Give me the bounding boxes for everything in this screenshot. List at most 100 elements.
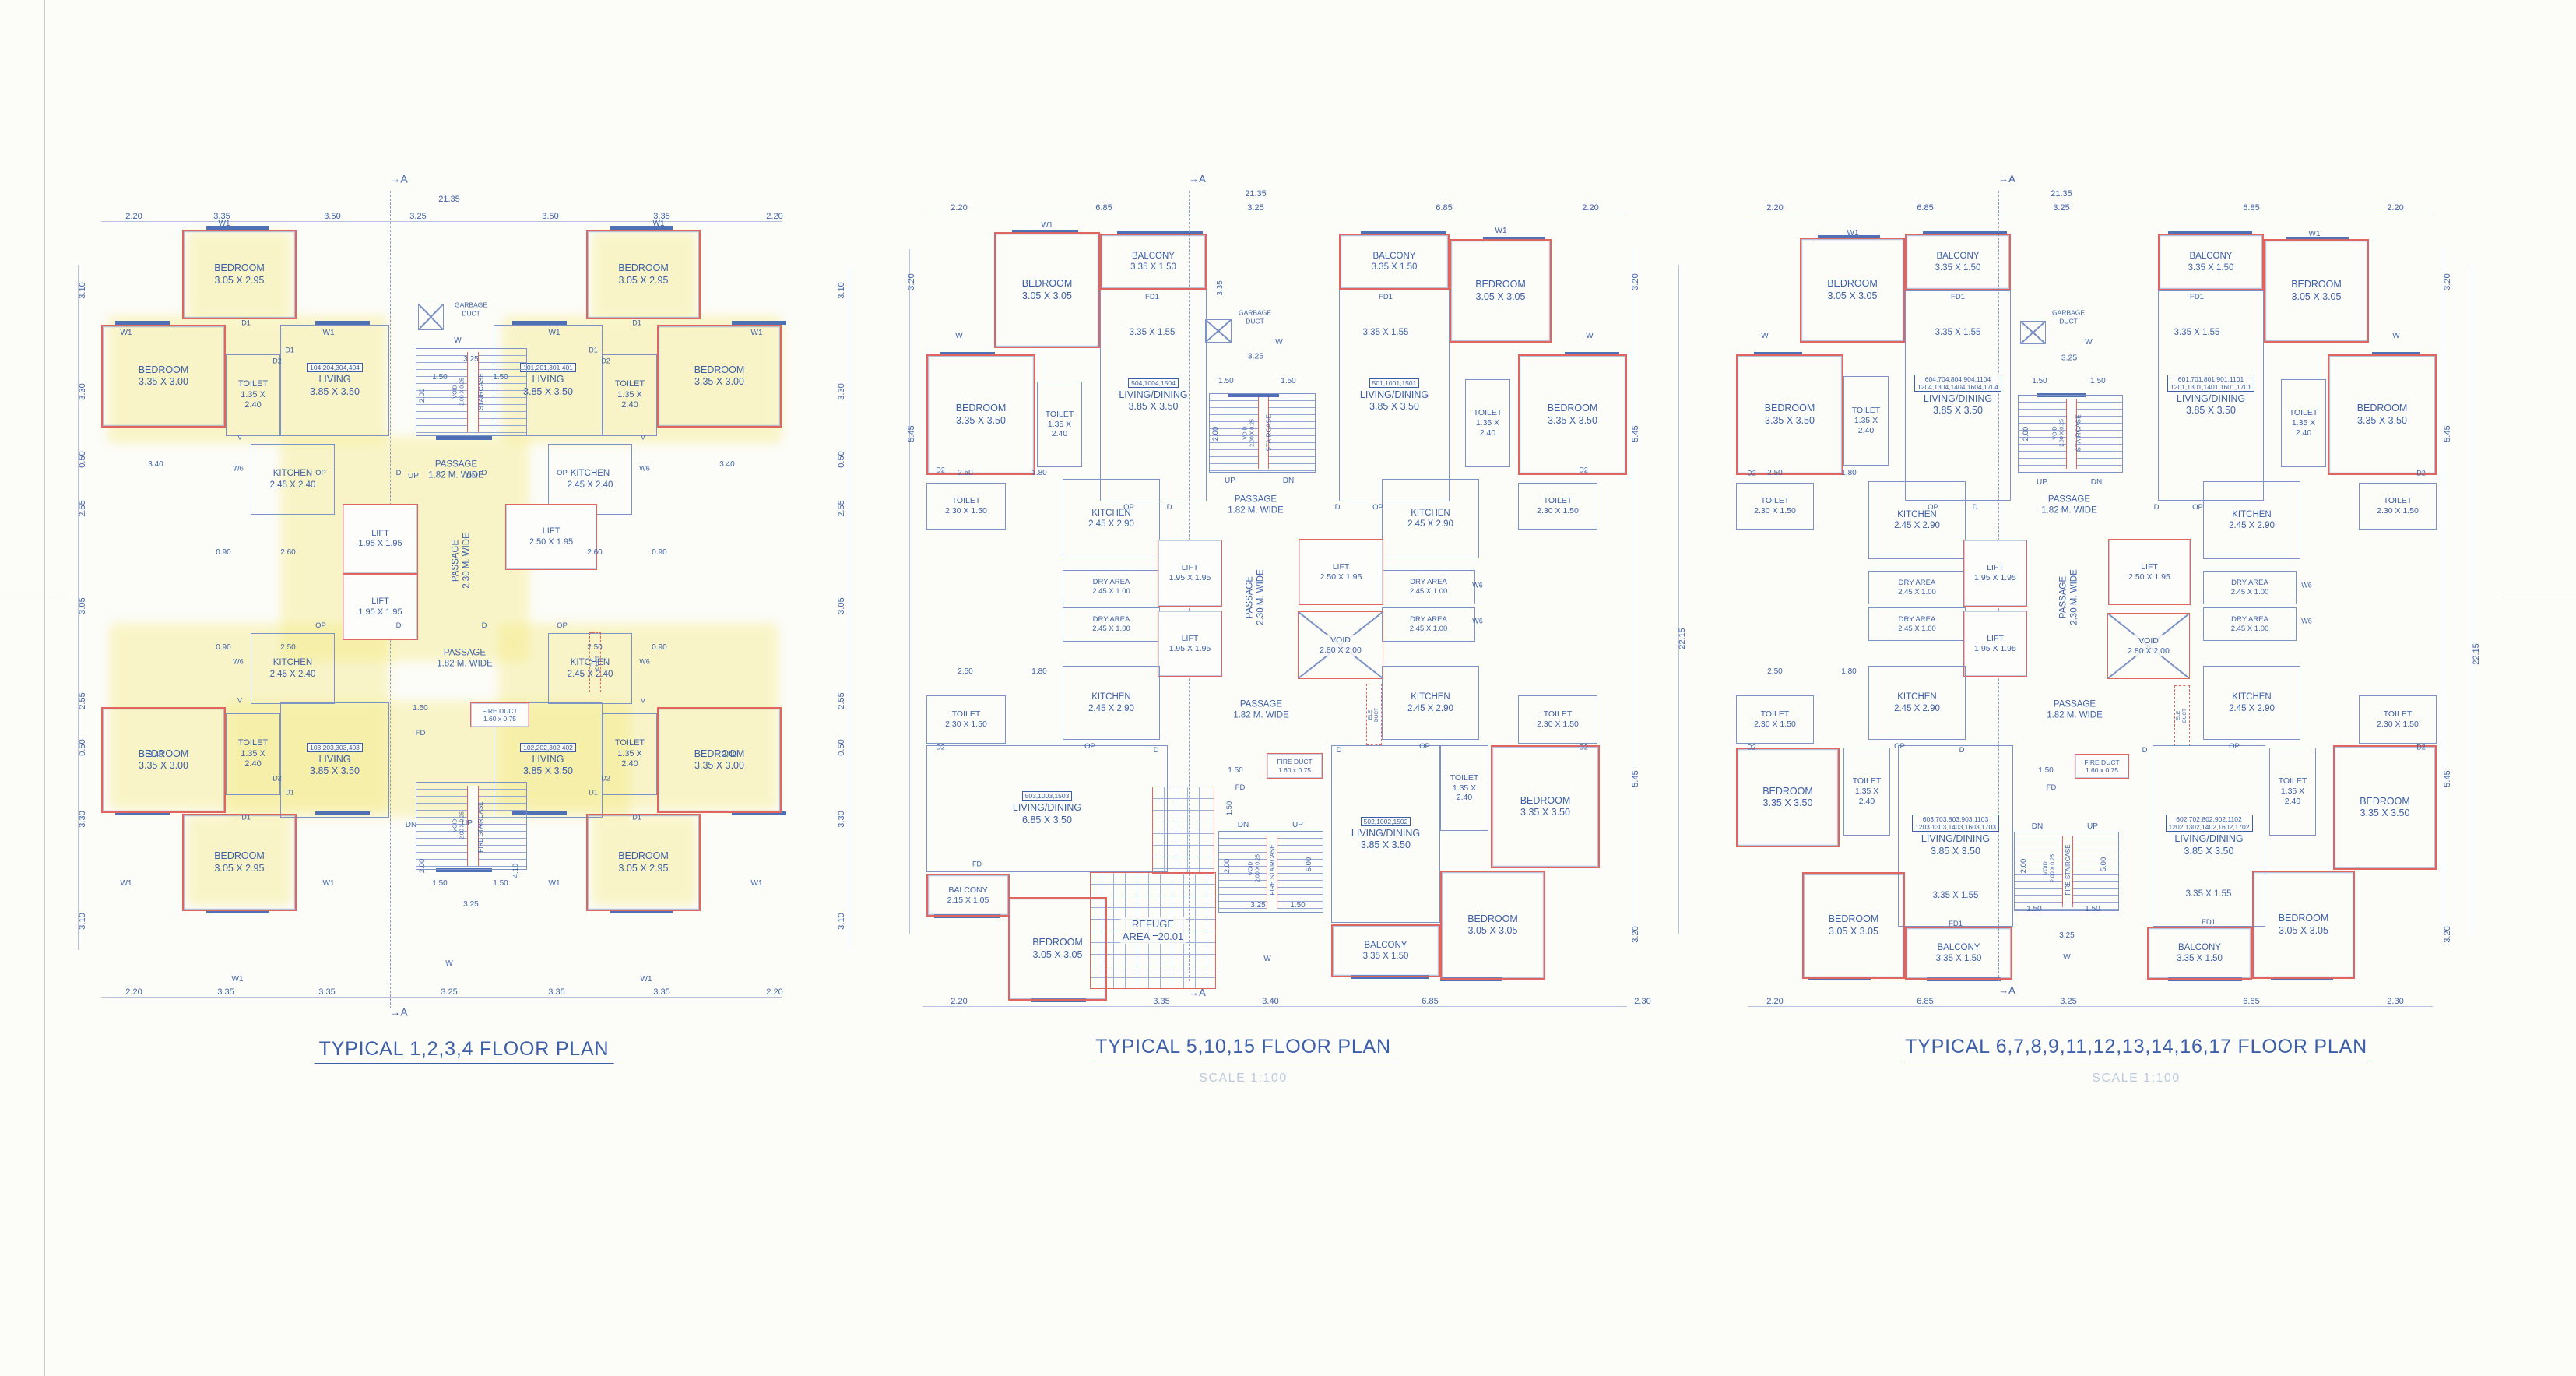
door-tag: D — [395, 621, 402, 631]
door-tag: D2 — [601, 774, 610, 783]
garbage-duct — [2020, 321, 2046, 344]
unit-numbers: 503,1003,1503 — [1021, 791, 1073, 801]
window-bar — [732, 321, 786, 325]
lift: LIFT 1.95 X 1.95 — [343, 504, 418, 574]
window-bar — [436, 868, 492, 872]
ele-duct-label: ELE DUCT — [1368, 707, 1379, 722]
dimension-line — [78, 265, 79, 950]
dim-label: 6.85 — [1917, 997, 1934, 1007]
section-marker: →A — [1998, 984, 2015, 996]
toilet-label: TOILET 2.30 X 1.50 — [2377, 496, 2419, 516]
living-room: 602,702,802,902,1102 1202,1302,1402,1602… — [2153, 745, 2265, 927]
toilet: TOILET 2.30 X 1.50 — [2359, 695, 2437, 744]
toilet-label: TOILET 2.30 X 1.50 — [1537, 496, 1579, 516]
door-tag: D — [1336, 746, 1342, 755]
dim-label: FIRE STAIRCASE — [2065, 844, 2072, 896]
dim-label: 2.50 — [280, 642, 296, 652]
dim-label: 0.90 — [216, 547, 231, 557]
garbage-duct-label: GARBAGE DUCT — [2051, 308, 2086, 325]
toilet-label: TOILET 1.35 X 2.40 — [2289, 408, 2318, 438]
balcony: BALCONY 2.15 X 1.05 — [926, 874, 1010, 917]
dim-label: 1.50 — [2038, 765, 2054, 775]
bedroom: BEDROOM 3.05 X 3.05 — [1450, 239, 1552, 343]
toilet-label: TOILET 2.30 X 1.50 — [945, 496, 987, 516]
ele-duct-label: ELE DUCT — [589, 655, 601, 670]
dim-label: 2.50 — [1767, 468, 1783, 477]
balcony: BALCONY 3.35 X 1.50 — [1905, 234, 2011, 290]
kitchen-label: KITCHEN 2.45 X 2.90 — [1088, 692, 1134, 713]
dim-label: 1.50 — [2090, 376, 2106, 385]
toilet-label: TOILET 1.35 X 2.40 — [1450, 772, 1479, 803]
toilet-label: TOILET 1.35 X 2.40 — [1852, 776, 1882, 806]
dimension-line — [923, 1006, 1627, 1007]
dim-label: DN — [2031, 822, 2044, 831]
lift: LIFT 1.95 X 1.95 — [1963, 611, 2027, 677]
kitchen: KITCHEN 2.45 X 2.40 — [251, 444, 335, 515]
balcony: BALCONY 3.35 X 1.50 — [1905, 927, 2012, 980]
balcony: BALCONY 3.35 X 1.50 — [2158, 234, 2264, 290]
window-bar — [1117, 231, 1203, 235]
dry-area: DRY AREA 2.45 X 1.00 — [2203, 571, 2297, 604]
passage-label: PASSAGE 1.82 M. WIDE — [1233, 699, 1289, 720]
kitchen: KITCHEN 2.45 X 2.90 — [1382, 666, 1479, 740]
dim-label: 3.35 — [1153, 997, 1170, 1007]
typical-1-2-3-4-floor-plan: BEDROOM 3.05 X 2.95 BEDROOM 3.35 X 3.00 TO… — [47, 156, 880, 1047]
opening-tag: OP — [1894, 742, 1905, 751]
window-tag: W — [1263, 954, 1271, 963]
bedroom-label: BEDROOM 3.05 X 2.95 — [618, 850, 669, 874]
dim-label: 6.85 — [2243, 997, 2260, 1007]
kitchen: KITCHEN 2.45 X 2.90 — [2203, 666, 2300, 740]
toilet: TOILET 1.35 X 2.40 — [1465, 379, 1510, 467]
dim-label: 3.35 X 1.55 — [1129, 327, 1176, 337]
toilet: TOILET 2.30 X 1.50 — [926, 695, 1006, 744]
bedroom-label: BEDROOM 3.05 X 3.05 — [1828, 913, 1879, 937]
dim-label: FIRE STAIRCASE — [1269, 844, 1276, 896]
dry-area-label: DRY AREA 2.45 X 1.00 — [2230, 578, 2269, 597]
dim-label: 5.45 — [907, 425, 917, 442]
bedroom-label: BEDROOM 3.35 X 3.00 — [138, 748, 189, 771]
toilet-label: TOILET 2.30 X 1.50 — [945, 709, 987, 729]
lift-label: LIFT 2.50 X 1.95 — [529, 526, 574, 547]
living-room-label: LIVING/DINING 3.85 X 3.50 — [1923, 392, 1993, 417]
bedroom: BEDROOM 3.35 X 3.50 — [1491, 745, 1600, 868]
plan-title: TYPICAL 6,7,8,9,11,12,13,14,16,17 FLOOR … — [1900, 1036, 2372, 1061]
lift-label: LIFT 1.95 X 1.95 — [1169, 563, 1211, 582]
window-tag: W1 — [1495, 226, 1507, 235]
passage-label: PASSAGE 2.30 M. WIDE — [2058, 569, 2079, 625]
dry-area-label: DRY AREA 2.45 X 1.00 — [1409, 578, 1448, 596]
dim-label: 3.25 — [2059, 931, 2075, 940]
door-tag: D2 — [272, 774, 282, 783]
opening-tag: OP — [315, 469, 326, 478]
window-tag: W — [445, 959, 453, 968]
window-tag: W1 — [1041, 220, 1053, 230]
window-tag: W6 — [2301, 617, 2312, 625]
garbage-duct-label: GARBAGE DUCT — [1238, 308, 1272, 325]
passage-label: PASSAGE 2.30 M. WIDE — [1245, 569, 1266, 625]
dim-label: VOID 2.00 X 0.25 — [2052, 419, 2065, 447]
window-tag: W1 — [750, 878, 763, 888]
balcony-label: BALCONY 3.35 X 1.50 — [1935, 252, 1981, 273]
kitchen-label: KITCHEN 2.45 X 2.90 — [1407, 508, 1453, 529]
dim-label: 2.20 — [1582, 203, 1599, 213]
living-room-label: LIVING/DINING 3.85 X 3.50 — [1359, 389, 1429, 413]
dim-label: 2.55 — [78, 692, 88, 709]
window-bar — [2372, 352, 2420, 356]
ele-duct: ELE DUCT — [1366, 684, 1382, 745]
vent-tag: V — [237, 433, 243, 442]
toilet: TOILET 2.30 X 1.50 — [1736, 483, 1814, 530]
vent-tag: V — [640, 433, 646, 442]
door-tag: D1 — [241, 813, 251, 822]
door-tag: FD1 — [1949, 920, 1963, 929]
dim-label: 5.00 — [2100, 857, 2109, 872]
toilet-label: TOILET 1.35 X 2.40 — [237, 379, 269, 410]
dim-label: 5.00 — [1305, 857, 1314, 872]
highlight-patch — [187, 816, 292, 906]
dim-label: 3.35 X 1.55 — [1932, 890, 1979, 900]
dim-label: 3.05 — [837, 597, 847, 614]
door-tag: D2 — [936, 743, 945, 751]
window-bar — [732, 811, 786, 815]
dim-label: 3.10 — [78, 913, 88, 930]
dim-label: 1.50 — [493, 372, 508, 382]
dim-label: 3.40 — [719, 459, 735, 469]
